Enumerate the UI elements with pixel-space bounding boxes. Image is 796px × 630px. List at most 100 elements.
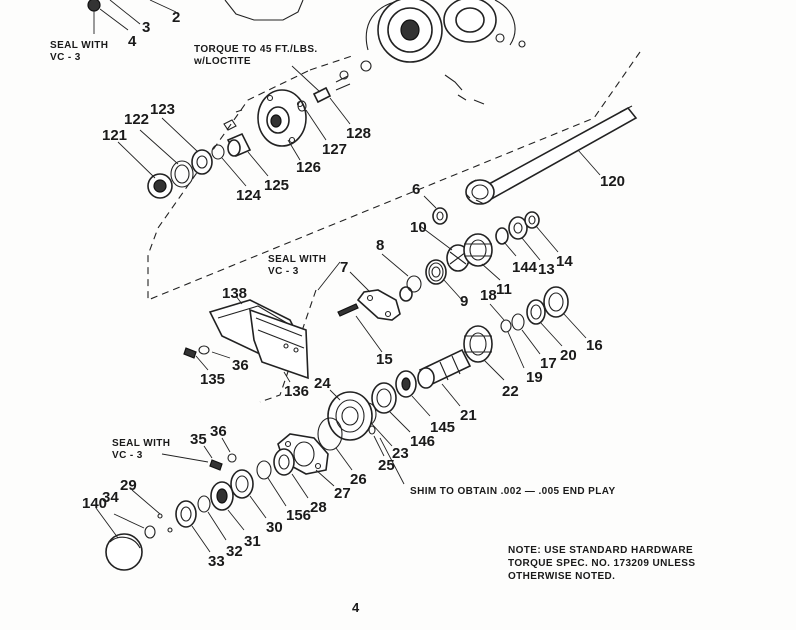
label-part-156: 156 [286,507,311,524]
gear-part-22 [463,325,493,363]
leader-line [539,321,563,347]
label-part-10: 10 [410,219,427,236]
footer-note-line1: NOTE: USE STANDARD HARDWARE [508,545,693,556]
assembly-boundary-upper [147,51,641,301]
leader-line [577,149,601,176]
leader-line [113,513,145,529]
label-part-35: 35 [190,431,207,448]
label-part-16: 16 [586,337,603,354]
bearing-part-145 [395,370,417,398]
leader-line [221,437,231,453]
label-part-138: 138 [222,285,247,302]
leader-line [283,371,291,383]
label-part-125: 125 [264,177,289,194]
leader-line [117,141,156,179]
label-part-4: 4 [128,33,137,50]
label-part-7: 7 [340,259,348,276]
leader-line [419,225,453,251]
leader-line [221,157,247,187]
washer-part-32 [197,495,211,513]
seal-note-mid-line2: VC - 3 [268,266,299,277]
leader-line [247,151,269,177]
torque-leader [291,65,321,93]
leader-line [349,271,371,293]
label-part-25: 25 [378,457,395,474]
seal-mid-leader [317,261,341,291]
bearing-part-31 [210,481,234,511]
leader-line [291,473,309,499]
label-part-128: 128 [346,125,371,142]
gasket-part-26 [317,417,343,451]
label-part-15: 15 [376,351,393,368]
label-part-11: 11 [496,281,512,298]
washer-part-17 [511,313,525,331]
leader-line [373,435,385,457]
leader-line [95,507,119,539]
leader-line [381,253,409,277]
footer-note-line3: OTHERWISE NOTED. [508,571,615,582]
label-part-32: 32 [226,543,243,560]
bolt-part-135 [183,345,210,359]
leader-line [131,489,161,515]
leader-line [203,445,213,459]
leader-line [371,423,393,447]
leader-line [503,241,517,257]
seal-note-low-line2: VC - 3 [112,450,143,461]
label-part-18: 18 [480,287,497,304]
label-part-124: 124 [236,187,262,204]
label-part-120: 120 [600,173,625,190]
label-part-36-lower: 36 [210,423,227,440]
bushing-part-6 [432,207,448,225]
page-number: 4 [352,600,360,615]
label-part-144: 144 [512,259,538,276]
seal-low-leader [161,453,209,463]
label-part-22: 22 [502,383,519,400]
label-part-122: 122 [124,111,149,128]
leader-line [329,389,341,401]
label-part-121: 121 [102,127,127,144]
label-part-126: 126 [296,159,321,176]
label-part-2: 2 [172,9,180,26]
label-part-27: 27 [334,485,351,502]
leader-line [563,313,587,339]
shaft-part-21 [417,348,472,389]
washer-part-127 [297,100,307,112]
seal-part-28 [273,448,295,476]
seal-note-mid-line1: SEAL WITH [268,254,326,265]
label-part-28: 28 [310,499,327,516]
label-part-127: 127 [322,141,347,158]
label-part-30: 30 [266,519,283,536]
shim-part-25 [368,425,376,435]
nut-part-14 [524,211,540,229]
leader-line [161,117,199,153]
label-part-136: 136 [284,383,309,400]
gear-part-11 [463,233,493,267]
label-part-8: 8 [376,237,384,254]
snap-ring-part-122 [170,160,194,188]
leader-line [195,355,209,371]
cap-part-140 [105,533,143,571]
label-part-29: 29 [120,477,137,494]
leader-line [489,303,505,321]
leader-line [227,509,245,531]
label-part-13: 13 [538,261,555,278]
leader-line [207,511,227,541]
label-part-23: 23 [392,445,409,462]
ring-part-18 [500,319,512,333]
leader-line [235,295,243,305]
label-part-24: 24 [314,375,331,392]
leader-line [481,263,501,281]
leader-line [329,97,351,125]
leader-line [483,359,505,381]
label-part-31: 31 [244,533,261,550]
leader-line [191,525,211,553]
bolt-part-35 [209,453,237,471]
leader-line [305,109,327,141]
leader-line [521,329,541,355]
bearing-part-30 [230,469,254,499]
label-part-146: 146 [410,433,435,450]
footer-note-line2: TORQUE SPEC. NO. 173209 UNLESS [508,558,695,569]
shim-note: SHIM TO OBTAIN .002 — .005 END PLAY [410,486,616,497]
pin-detail [223,75,351,131]
